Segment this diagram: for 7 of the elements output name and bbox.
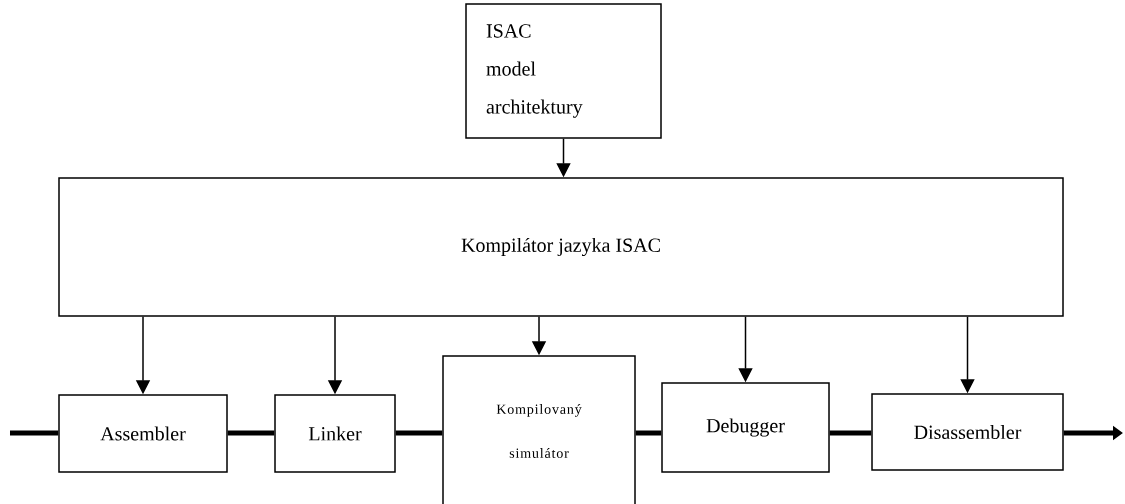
model-box: ISAC model architektury — [465, 3, 662, 139]
process-box: Linker — [274, 394, 396, 473]
process-box: Disassembler — [871, 393, 1064, 471]
process-box: Debugger — [661, 382, 830, 473]
compiler-box: Kompilátor jazyka ISAC — [58, 177, 1064, 317]
process-box: Kompilovaný simulátor — [442, 355, 636, 504]
process-box: Assembler — [58, 394, 228, 473]
